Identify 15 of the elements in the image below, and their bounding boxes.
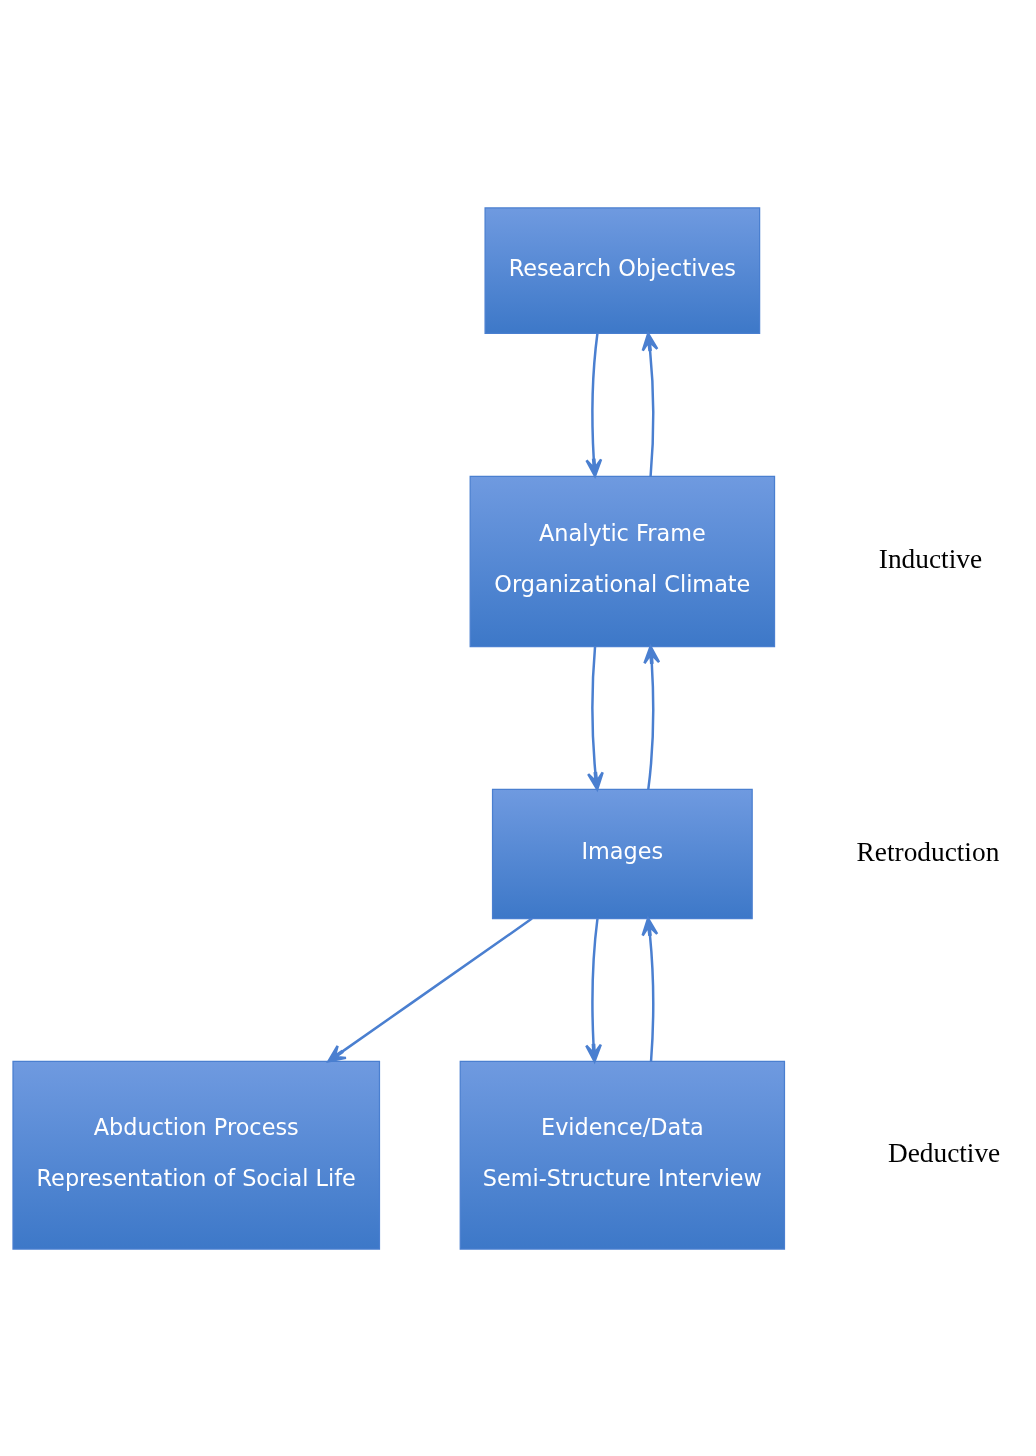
- label: Inductive: [878, 543, 983, 574]
- node-box: Research Objectives: [484, 206, 761, 334]
- node-box: Evidence/Data Semi-Structure Interview: [459, 1060, 786, 1250]
- label: Deductive: [887, 1137, 1001, 1168]
- arrow: [641, 332, 659, 476]
- arrow: [585, 333, 603, 477]
- node-box: Analytic Frame Organizational Climate: [469, 475, 776, 647]
- arrow: [587, 645, 604, 791]
- arrow: [643, 644, 661, 789]
- arrow: [327, 917, 533, 1062]
- arrow: [641, 916, 659, 1061]
- arrow: [585, 917, 603, 1062]
- node-box: Abduction Process Representation of Social Life: [12, 1060, 381, 1250]
- node-box: Images: [491, 788, 753, 919]
- label: Retroduction: [856, 836, 1000, 867]
